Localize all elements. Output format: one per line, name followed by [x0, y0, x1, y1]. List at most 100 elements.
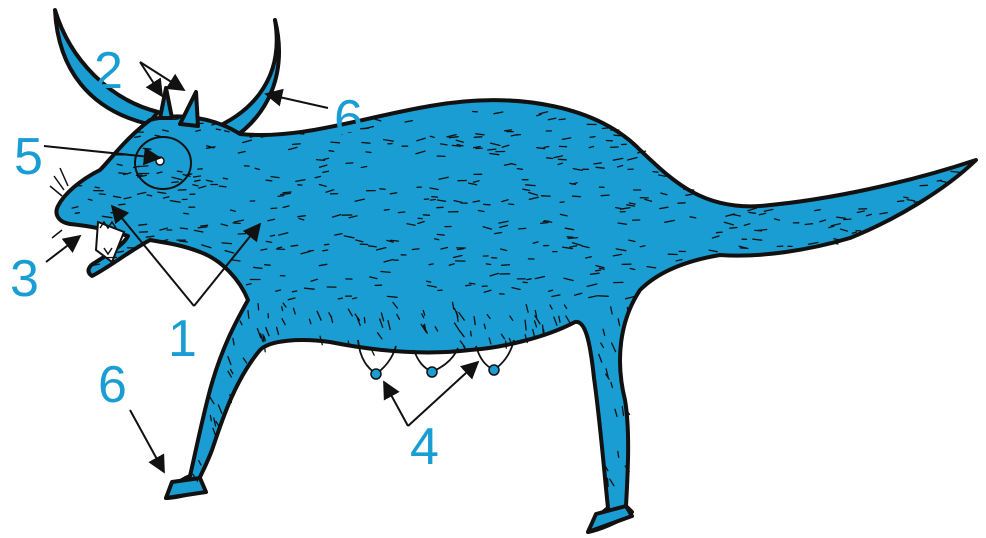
fur-stroke — [547, 158, 553, 159]
fur-stroke — [223, 178, 227, 179]
fur-stroke — [338, 298, 342, 299]
fur-stroke — [435, 239, 439, 240]
fur-stroke — [684, 189, 694, 190]
label-4: 4 — [410, 418, 439, 476]
label-3: 3 — [10, 250, 39, 308]
fur-stroke — [686, 194, 692, 195]
fur-stroke — [278, 196, 284, 197]
fur-stroke — [596, 167, 604, 168]
fur-stroke — [325, 244, 329, 245]
fur-stroke — [258, 304, 259, 310]
fur-stroke — [429, 264, 433, 265]
fur-stroke — [898, 201, 904, 202]
fur-stroke — [526, 185, 536, 186]
fur-stroke — [282, 307, 283, 311]
fur-stroke — [618, 452, 619, 458]
fur-stroke — [147, 195, 152, 196]
fur-stroke — [390, 240, 398, 241]
fur-stroke — [627, 307, 628, 314]
teat-1 — [371, 369, 381, 379]
fur-stroke — [601, 195, 609, 196]
fur-stroke — [519, 228, 526, 229]
fur-stroke — [177, 171, 182, 172]
fur-stroke — [180, 228, 187, 229]
fur-stroke — [425, 324, 426, 329]
fur-stroke — [291, 245, 298, 246]
fur-stroke — [184, 213, 189, 214]
fur-stroke — [509, 204, 514, 205]
fur-stroke — [323, 250, 328, 251]
label-1: 1 — [168, 310, 197, 368]
fur-stroke — [437, 234, 444, 235]
fur-stroke — [527, 279, 531, 280]
small-horn-left — [160, 88, 172, 118]
fur-stroke — [815, 210, 821, 211]
fur-stroke — [608, 478, 609, 486]
fur-stroke — [596, 270, 601, 271]
fur-stroke — [362, 143, 370, 144]
fur-stroke — [614, 135, 620, 136]
fur-stroke — [233, 223, 240, 224]
fur-stroke — [506, 341, 507, 348]
fur-stroke — [309, 251, 314, 252]
label-2: 2 — [94, 42, 123, 100]
fur-stroke — [95, 187, 99, 188]
fur-stroke — [423, 215, 429, 216]
small-horn-right — [180, 92, 198, 126]
fur-stroke — [265, 265, 271, 266]
fur-stroke — [270, 235, 274, 236]
fur-stroke — [398, 212, 404, 213]
fur-stroke — [174, 119, 179, 120]
fur-stroke — [348, 341, 349, 346]
fur-stroke — [603, 128, 611, 129]
fur-stroke — [216, 129, 220, 130]
fur-stroke — [598, 296, 608, 297]
fur-stroke — [559, 159, 567, 160]
fur-stroke — [505, 130, 512, 131]
fur-stroke — [387, 296, 397, 297]
fur-stroke — [384, 210, 389, 211]
fur-stroke — [430, 200, 435, 201]
fur-stroke — [560, 202, 564, 203]
fur-stroke — [293, 144, 301, 145]
fur-stroke — [266, 180, 272, 181]
fur-stroke — [265, 346, 266, 352]
fur-stroke — [502, 265, 510, 266]
fur-stroke — [758, 230, 766, 231]
fur-stroke — [143, 148, 151, 149]
fur-stroke — [317, 160, 325, 161]
fur-stroke — [427, 281, 431, 282]
fur-stroke — [432, 197, 438, 198]
fur-stroke — [139, 224, 147, 225]
fur-stroke — [904, 197, 909, 198]
teat-2 — [427, 367, 437, 377]
front-hoof — [166, 478, 206, 498]
fur-stroke — [119, 173, 128, 174]
label-6-bottom: 6 — [98, 356, 127, 414]
fur-stroke — [452, 145, 460, 146]
fur-stroke — [469, 283, 475, 284]
fur-stroke — [844, 219, 851, 220]
fur-stroke — [366, 152, 371, 153]
fur-stroke — [329, 151, 334, 152]
fur-stroke — [292, 291, 296, 292]
fur-stroke — [353, 298, 357, 299]
fur-stroke — [248, 311, 249, 319]
fur-stroke — [346, 163, 353, 164]
fur-stroke — [541, 223, 548, 224]
fur-stroke — [488, 149, 496, 150]
fur-stroke — [119, 204, 125, 205]
fur-stroke — [568, 238, 577, 239]
fur-stroke — [412, 249, 419, 250]
fur-stroke — [805, 224, 812, 225]
fur-stroke — [474, 137, 482, 138]
fur-stroke — [559, 119, 565, 120]
fur-stroke — [543, 325, 544, 333]
fur-stroke — [381, 272, 390, 273]
fur-stroke — [517, 169, 522, 170]
fur-stroke — [364, 318, 365, 323]
label-6-top: 6 — [334, 90, 363, 148]
fur-stroke — [616, 208, 621, 209]
rear-hoof — [588, 506, 632, 532]
